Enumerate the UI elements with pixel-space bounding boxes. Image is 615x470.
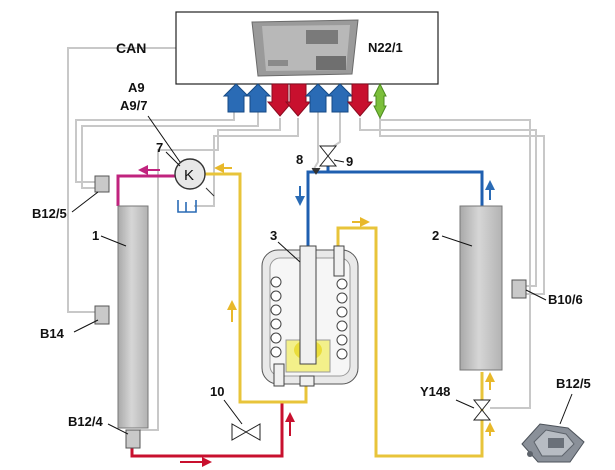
wire-sensor-8: [311, 112, 319, 173]
electrical-wiring: [67, 47, 545, 431]
label-10: 10: [210, 384, 224, 399]
label-8: 8: [296, 152, 303, 167]
evaporator: [459, 205, 503, 371]
signal-arrow-blue-4: [326, 83, 354, 113]
ecu-label: N22/1: [368, 40, 403, 55]
pressure-sensor-photo-icon: [521, 423, 585, 463]
label-3: 3: [270, 228, 277, 243]
label-b12-4: B12/4: [68, 414, 103, 429]
label-y148: Y148: [420, 384, 450, 399]
expansion-valve-icon: [311, 167, 321, 175]
leader-y148: [455, 399, 475, 409]
leader-b12-5-left: [71, 191, 99, 213]
leader-7: [165, 151, 181, 167]
wire-b10-6: [359, 118, 537, 287]
wire-b12-5-left-2: [81, 112, 259, 189]
signal-arrow-blue-3: [304, 83, 332, 113]
signal-arrow-blue-1: [222, 83, 250, 113]
leader-b12-5-right: [559, 393, 573, 425]
wire-b12-5-left: [75, 112, 235, 183]
label-b10-6: B10/6: [548, 292, 583, 307]
label-9: 9: [346, 154, 353, 169]
label-1: 1: [92, 228, 99, 243]
compressor-symbol: K: [184, 167, 194, 184]
can-bus-line: [67, 47, 176, 313]
label-2: 2: [432, 228, 439, 243]
wire-y148: [380, 119, 531, 409]
leader-1: [100, 235, 127, 247]
condenser: [117, 205, 149, 429]
leader-2: [441, 235, 473, 247]
wire-compressor: [194, 118, 299, 207]
label-a9: A9: [128, 80, 145, 95]
sensor-b10-6: [511, 279, 527, 299]
signal-arrow-red-2: [284, 83, 312, 117]
suction-line: [204, 172, 308, 404]
leader-b12-4: [107, 423, 129, 435]
leader-10: [223, 399, 243, 425]
label-b14: B14: [40, 326, 65, 341]
hot-gas-line: [116, 174, 176, 206]
leader-b10-6: [525, 289, 547, 301]
sensor-b12-5-left: [94, 175, 110, 193]
wire-b10-6-2: [379, 118, 545, 295]
shutoff-valve-icon: [318, 145, 338, 167]
sensor-b14: [94, 305, 110, 325]
signal-arrows: [222, 82, 387, 120]
y148-valve-icon: [472, 399, 492, 421]
accumulator-heat-exchanger: [261, 245, 359, 387]
signal-arrow-green: [373, 82, 387, 120]
label-7: 7: [156, 140, 163, 155]
label-b12-5-right: B12/5: [556, 376, 591, 391]
low-pressure-line: [306, 170, 484, 250]
ecu-module-icon: [251, 19, 359, 77]
label-can: CAN: [116, 40, 146, 56]
signal-arrow-red-1: [266, 83, 294, 117]
leader-3: [277, 241, 301, 263]
sensor-b12-4: [125, 429, 141, 449]
wire-valve-9: [327, 112, 341, 151]
leader-9: [333, 159, 345, 163]
liquid-line: [336, 226, 484, 458]
signal-arrow-red-3: [346, 83, 374, 117]
label-b12-5-left: B12/5: [32, 206, 67, 221]
leader-b14: [73, 319, 99, 333]
label-a9-7: A9/7: [120, 98, 147, 113]
leader-a9: [147, 115, 181, 163]
signal-arrow-blue-2: [244, 83, 272, 113]
wire-b12-4: [140, 118, 281, 431]
shutoff-valve-10-icon: [231, 423, 261, 441]
compressor-icon: [174, 158, 215, 213]
